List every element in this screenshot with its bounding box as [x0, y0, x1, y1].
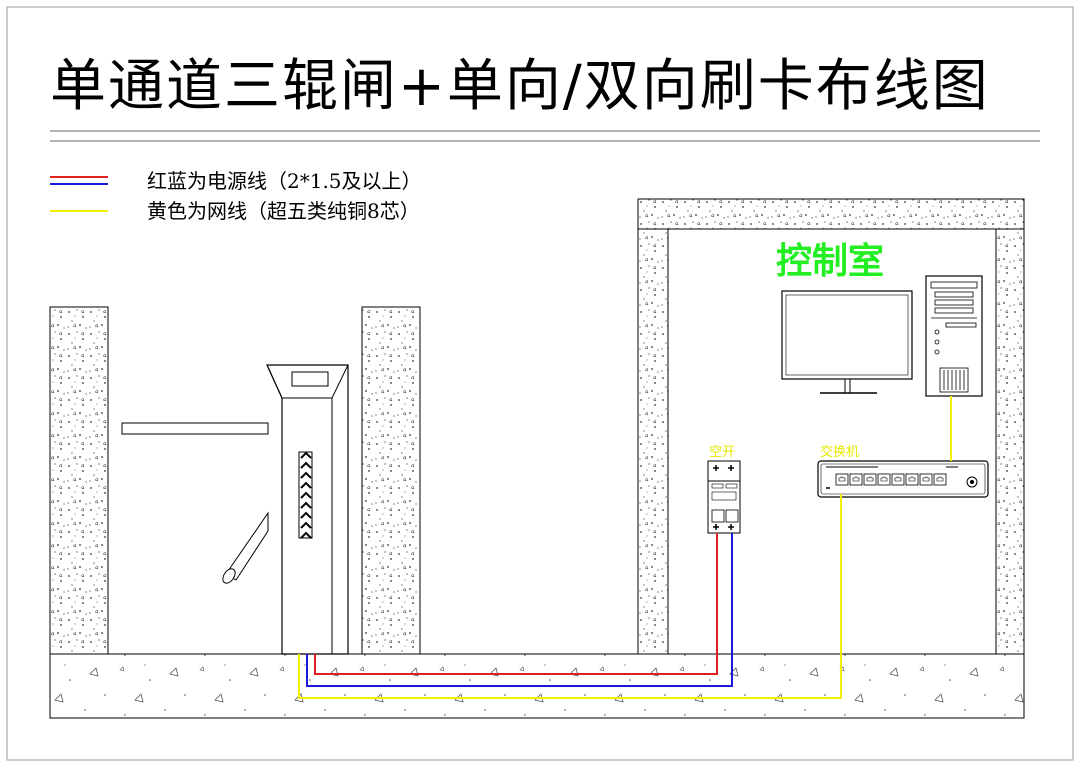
switch-port — [933, 473, 947, 486]
page-border — [6, 6, 1074, 761]
switch-port — [905, 473, 919, 486]
room-ceiling-wall — [637, 198, 1025, 230]
control-room: 控制室 — [637, 198, 1025, 655]
cables — [298, 396, 952, 699]
switch-port-jack — [880, 476, 888, 482]
turnstile-top-bevel — [266, 364, 349, 399]
tripod-turnstile — [121, 364, 349, 655]
network-switch: 交换机 — [817, 444, 989, 498]
control-room-label: 控制室 — [776, 241, 884, 282]
breaker-body — [707, 480, 741, 534]
ground-slab — [49, 653, 1025, 719]
network-cable-turnstile — [298, 494, 842, 699]
turnstile-arm-horizontal — [121, 422, 269, 435]
legend-network-label: 黄色为网线（超五类纯铜8芯） — [147, 199, 420, 223]
turnstile-arm-tip — [222, 568, 236, 584]
switch-port — [849, 473, 863, 486]
legend-power-label: 红蓝为电源线（2*1.5及以上） — [147, 169, 422, 193]
pc-tower — [925, 275, 983, 397]
switch-ports — [835, 473, 947, 486]
legend: 红蓝为电源线（2*1.5及以上） 黄色为网线（超五类纯铜8芯） — [50, 169, 422, 223]
room-left-wall — [637, 228, 669, 655]
switch-port-jack — [908, 476, 916, 482]
power-cable-red — [314, 533, 718, 675]
switch-port — [891, 473, 905, 486]
pc-vent — [939, 367, 969, 393]
left-pillar — [49, 306, 109, 655]
switch-port-jack — [894, 476, 902, 482]
monitor-screen — [781, 290, 913, 380]
direction-indicator — [298, 451, 313, 539]
right-pillar — [361, 306, 421, 655]
monitor-neck — [844, 378, 851, 394]
switch-port — [877, 473, 891, 486]
breaker-label: 空开 — [709, 445, 735, 460]
turnstile-display — [291, 371, 329, 387]
switch-port — [835, 473, 849, 486]
power-cable-blue — [306, 533, 733, 687]
monitor — [781, 290, 913, 394]
breaker-toggle — [711, 509, 725, 523]
diagram-title: 单通道三辊闸+单向/双向刷卡布线图 — [50, 54, 990, 119]
switch-port-jack — [936, 476, 944, 482]
switch-port-jack — [838, 476, 846, 482]
switch-port-jack — [866, 476, 874, 482]
switch-port-jack — [852, 476, 860, 482]
room-right-wall — [995, 228, 1025, 655]
switch-label: 交换机 — [820, 444, 859, 460]
switch-port-jack — [922, 476, 930, 482]
breaker-top-terminals — [707, 460, 741, 482]
circuit-breaker: 空开 — [707, 445, 741, 534]
switch-port — [863, 473, 877, 486]
switch-port — [919, 473, 933, 486]
